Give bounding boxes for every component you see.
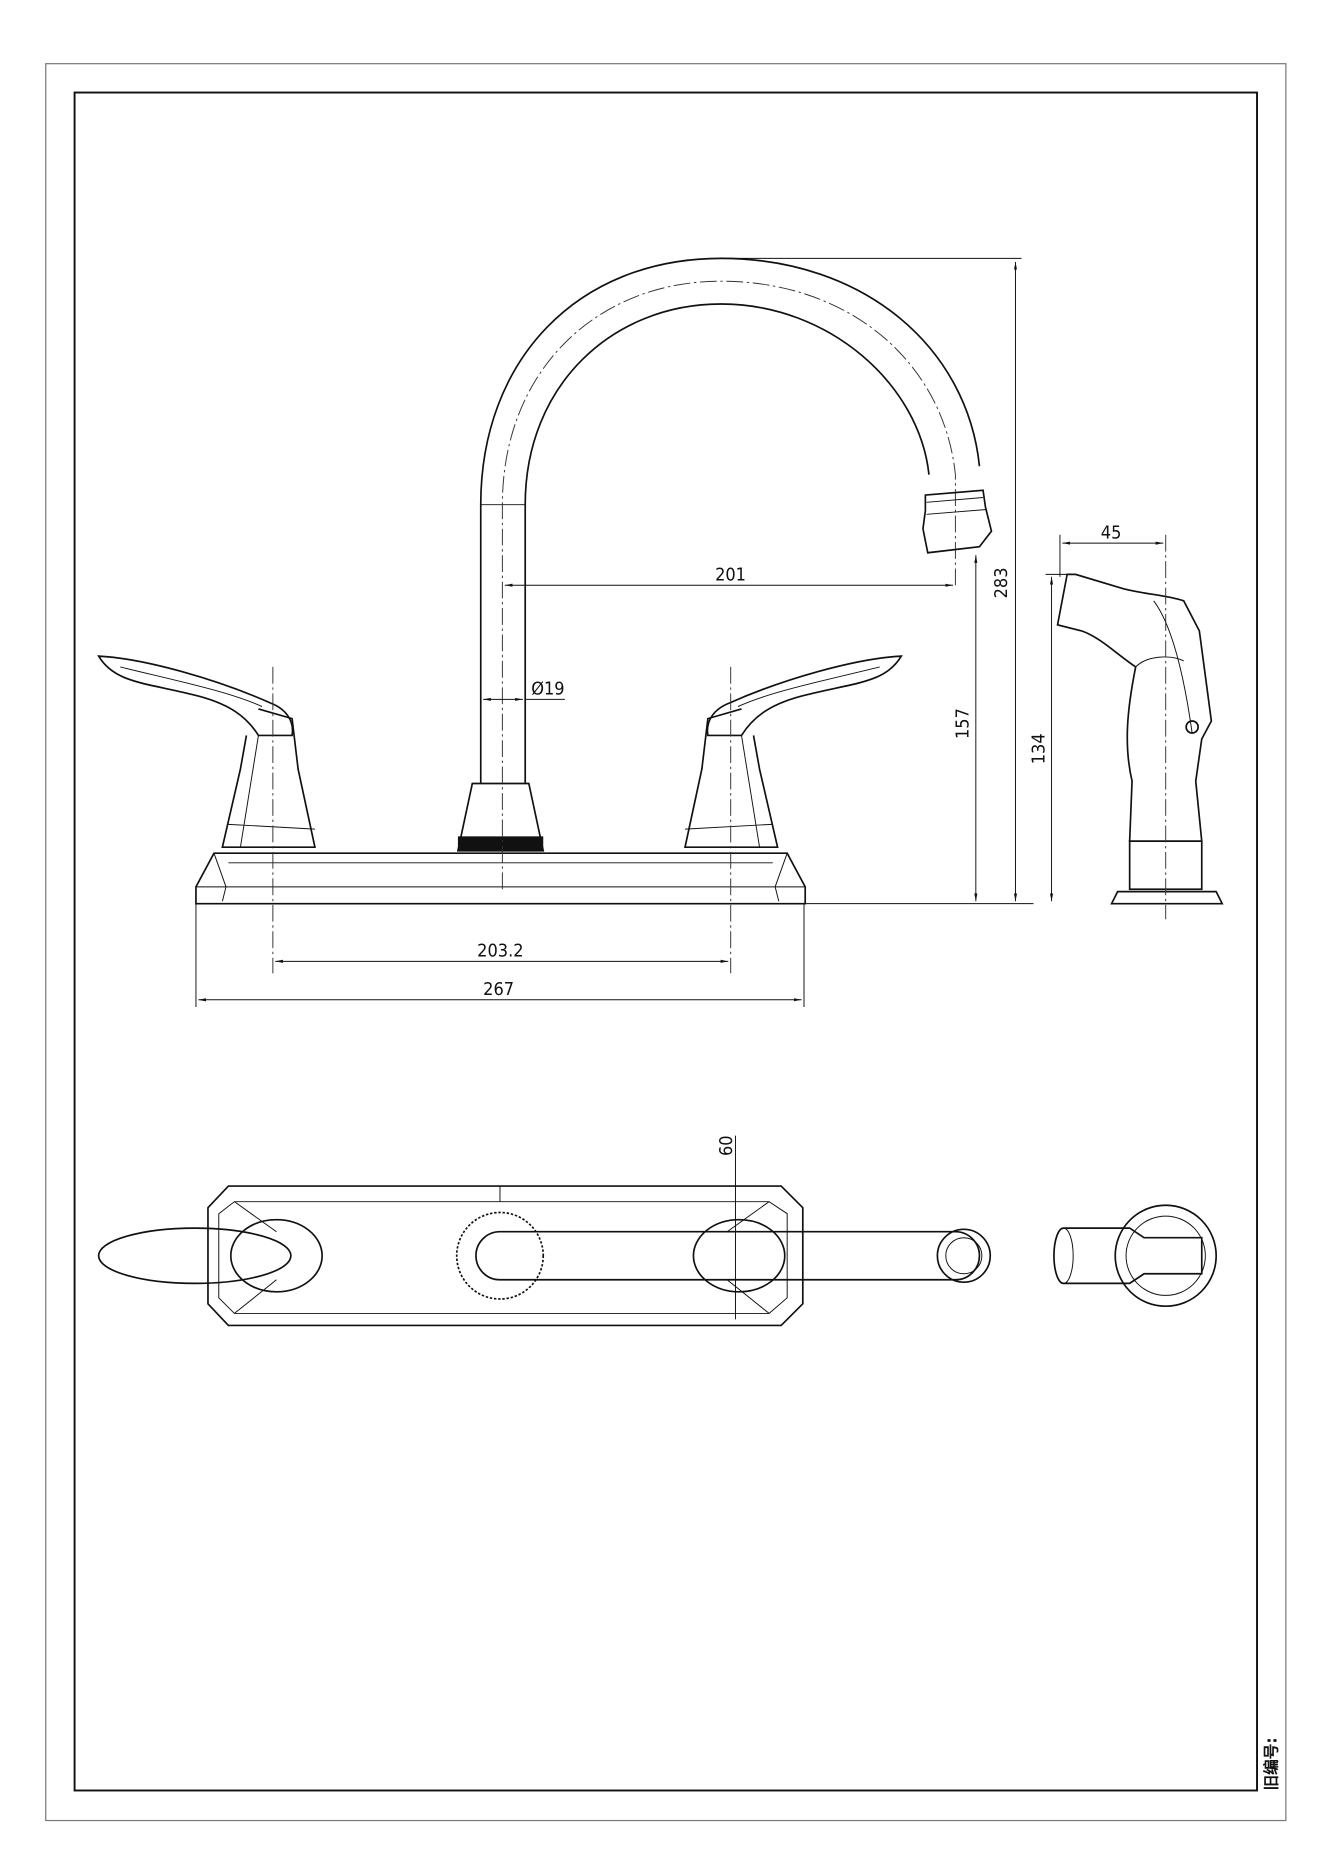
- side-sprayer: [1056, 534, 1224, 920]
- dimensions: 283 157 134 45 201 Ø19 203.2 267 60: [195, 257, 1164, 1320]
- deck-plate-top: [207, 1185, 804, 1327]
- dim-sprayer-height: 134: [1028, 733, 1049, 764]
- inner-border: [73, 91, 1258, 1792]
- dim-spout-reach: 201: [715, 564, 746, 585]
- dim-spout-height: 283: [991, 567, 1012, 598]
- dim-spout-diameter: Ø19: [531, 679, 564, 700]
- dim-overall-width: 267: [483, 979, 514, 1000]
- dim-plate-depth: 60: [716, 1135, 737, 1156]
- deck-plate: [195, 852, 807, 905]
- left-handle: [97, 655, 316, 974]
- spout-tube: [479, 257, 981, 784]
- dim-sprayer-width: 45: [1101, 522, 1122, 543]
- top-view: [97, 1185, 1218, 1327]
- dim-outlet-height: 157: [953, 708, 974, 739]
- outer-border: [45, 63, 1287, 1822]
- dim-center-spacing: 203.2: [477, 941, 523, 962]
- front-view: [97, 257, 1224, 974]
- left-lever-top: [97, 1227, 292, 1285]
- sprayer-top: [1053, 1204, 1218, 1308]
- knurl-band: [457, 836, 544, 851]
- knurled-base-top: [455, 1211, 545, 1300]
- spout-nozzle: [922, 489, 993, 554]
- old-number-label: 旧编号:: [1261, 1737, 1280, 1790]
- spout-top: [475, 1230, 981, 1281]
- right-handle: [683, 655, 903, 974]
